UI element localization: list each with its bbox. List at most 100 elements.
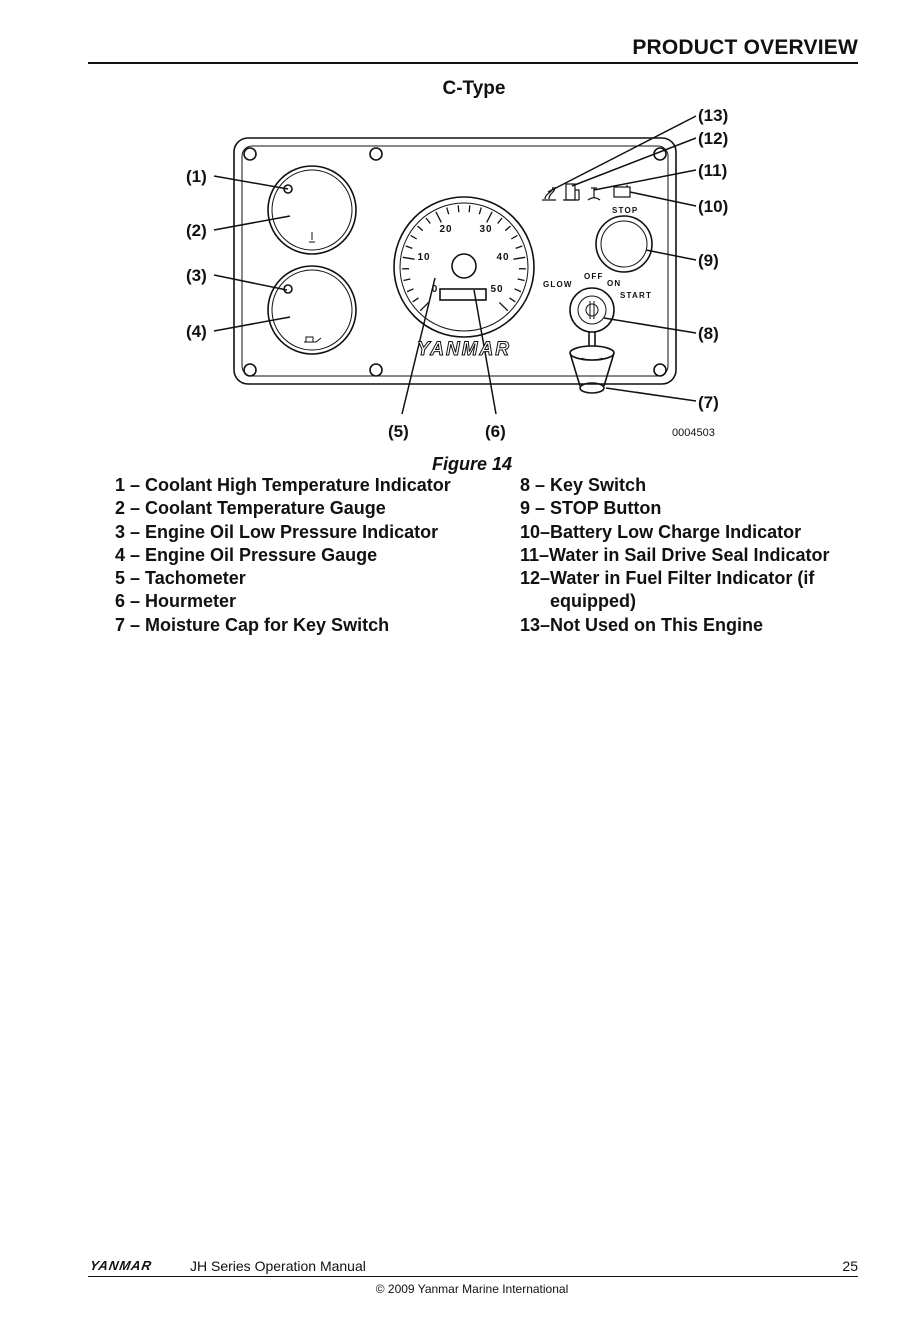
stop-label: STOP bbox=[612, 206, 638, 215]
tach-tick bbox=[513, 256, 526, 260]
legend-item: 6 – Hourmeter bbox=[115, 590, 515, 613]
legend-number: 6 – bbox=[115, 591, 146, 612]
legend-number: 5 – bbox=[115, 568, 146, 589]
moisture-cap bbox=[569, 332, 615, 394]
legend-number: 3 – bbox=[115, 521, 146, 542]
legend-text: Coolant High Temperature Indicator bbox=[145, 475, 451, 495]
figure-subtitle: C-Type bbox=[442, 78, 506, 99]
start-label: START bbox=[620, 291, 652, 300]
legend-item: 12– Water in Fuel Filter Indicator (if e… bbox=[520, 567, 880, 614]
tach-tick bbox=[403, 278, 411, 282]
panel-brand: YANMAR bbox=[417, 339, 511, 360]
legend-item: 10– Battery Low Charge Indicator bbox=[520, 521, 880, 544]
legend-number: 10– bbox=[520, 521, 551, 542]
page-number: 25 bbox=[842, 1258, 858, 1274]
tach-tick bbox=[417, 225, 424, 232]
legend-number: 9 – bbox=[520, 498, 551, 519]
legend-left-column: 1 – Coolant High Temperature Indicator 2… bbox=[115, 474, 515, 637]
header-rule bbox=[88, 62, 858, 64]
tach-tick bbox=[509, 297, 516, 303]
tach-label-50: 50 bbox=[490, 284, 503, 295]
legend-item: 7 – Moisture Cap for Key Switch bbox=[115, 614, 515, 637]
callout-2: (2) bbox=[186, 221, 207, 240]
legend-number: 4 – bbox=[115, 544, 146, 565]
tach-label-0: 0 bbox=[432, 284, 439, 295]
screw bbox=[369, 147, 383, 161]
engine-oil-pressure-gauge bbox=[267, 265, 357, 355]
tach-tick bbox=[406, 288, 414, 293]
tachometer-ticks bbox=[401, 205, 527, 312]
section-title: PRODUCT OVERVIEW bbox=[632, 36, 858, 59]
tach-tick bbox=[425, 217, 431, 224]
legend-item: 8 – Key Switch bbox=[520, 474, 880, 497]
tachometer bbox=[393, 196, 535, 338]
callout-3: (3) bbox=[186, 266, 207, 285]
footer-brand-logo: YANMAR bbox=[88, 1258, 154, 1273]
screw bbox=[653, 363, 667, 377]
legend-text: Coolant Temperature Gauge bbox=[145, 498, 386, 519]
legend-text: Hourmeter bbox=[145, 591, 237, 612]
tachometer-hub bbox=[451, 253, 477, 279]
callout-10: (10) bbox=[698, 197, 728, 216]
tach-tick bbox=[517, 278, 525, 282]
legend-right-column: 8 – Key Switch 9 – STOP Button 10– Batte… bbox=[520, 474, 880, 637]
tach-tick bbox=[402, 256, 415, 260]
image-code: 0004503 bbox=[672, 427, 715, 439]
callout-12: (12) bbox=[698, 129, 728, 148]
legend-item: 5 – Tachometer bbox=[115, 567, 515, 590]
tach-tick bbox=[515, 245, 523, 250]
legend-text: STOP Button bbox=[550, 498, 662, 519]
tach-label-30: 30 bbox=[479, 224, 492, 235]
legend-text: Not Used on This Engine bbox=[550, 614, 764, 635]
callout-9: (9) bbox=[698, 251, 719, 270]
instrument-panel-figure: YANMAR STOP GLOW OFF ON START 0 10 20 30… bbox=[186, 106, 728, 441]
legend-item: 4 – Engine Oil Pressure Gauge bbox=[115, 544, 515, 567]
panel-outer bbox=[233, 137, 677, 385]
on-label: ON bbox=[607, 279, 621, 288]
tach-tick bbox=[405, 245, 413, 250]
tach-tick bbox=[435, 211, 442, 223]
tach-tick bbox=[514, 288, 522, 293]
legend-item: 13– Not Used on This Engine bbox=[520, 614, 880, 637]
key-switch bbox=[569, 287, 615, 333]
callout-5: (5) bbox=[388, 422, 409, 441]
callout-11: (11) bbox=[698, 161, 727, 180]
legend-text: Water in Fuel Filter Indicator (if equip… bbox=[550, 568, 815, 612]
tach-tick bbox=[419, 301, 430, 312]
tach-label-40: 40 bbox=[496, 252, 509, 263]
legend-number: 7 – bbox=[115, 614, 146, 635]
legend-text: Engine Oil Pressure Gauge bbox=[145, 544, 378, 565]
indicator-icons bbox=[542, 183, 631, 201]
hourmeter bbox=[439, 288, 487, 301]
legend-item: 11– Water in Sail Drive Seal Indicator bbox=[520, 544, 880, 567]
coolant-temperature-gauge bbox=[267, 165, 357, 255]
legend-item: 3 – Engine Oil Low Pressure Indicator bbox=[115, 521, 515, 544]
legend-text: Tachometer bbox=[145, 568, 246, 589]
tach-tick bbox=[498, 301, 509, 312]
thermometer-icon bbox=[309, 232, 315, 243]
legend-number: 2 – bbox=[115, 498, 146, 519]
tach-tick bbox=[478, 207, 482, 215]
tach-tick bbox=[510, 234, 518, 240]
legend-item: 2 – Coolant Temperature Gauge bbox=[115, 497, 515, 520]
legend-number: 1 – bbox=[115, 475, 146, 495]
figure-caption: Figure 14 bbox=[431, 454, 513, 474]
callout-4: (4) bbox=[186, 322, 207, 341]
legend-text: Key Switch bbox=[550, 475, 647, 495]
legend-number: 13– bbox=[520, 614, 551, 635]
callout-6: (6) bbox=[485, 422, 506, 441]
footer-manual-title: JH Series Operation Manual bbox=[190, 1258, 366, 1274]
tach-label-20: 20 bbox=[439, 224, 452, 235]
footer-rule bbox=[88, 1276, 858, 1277]
tach-tick bbox=[486, 211, 493, 223]
tach-tick bbox=[446, 207, 450, 215]
screw bbox=[243, 363, 257, 377]
callout-13: (13) bbox=[698, 106, 728, 125]
oil-can-icon bbox=[304, 336, 322, 343]
tach-tick bbox=[457, 205, 460, 213]
legend-item: 1 – Coolant High Temperature Indicator bbox=[115, 474, 515, 497]
legend-text: Battery Low Charge Indicator bbox=[550, 521, 802, 542]
tach-tick bbox=[497, 217, 503, 224]
legend-text: Moisture Cap for Key Switch bbox=[145, 614, 390, 635]
tach-tick bbox=[468, 205, 471, 213]
